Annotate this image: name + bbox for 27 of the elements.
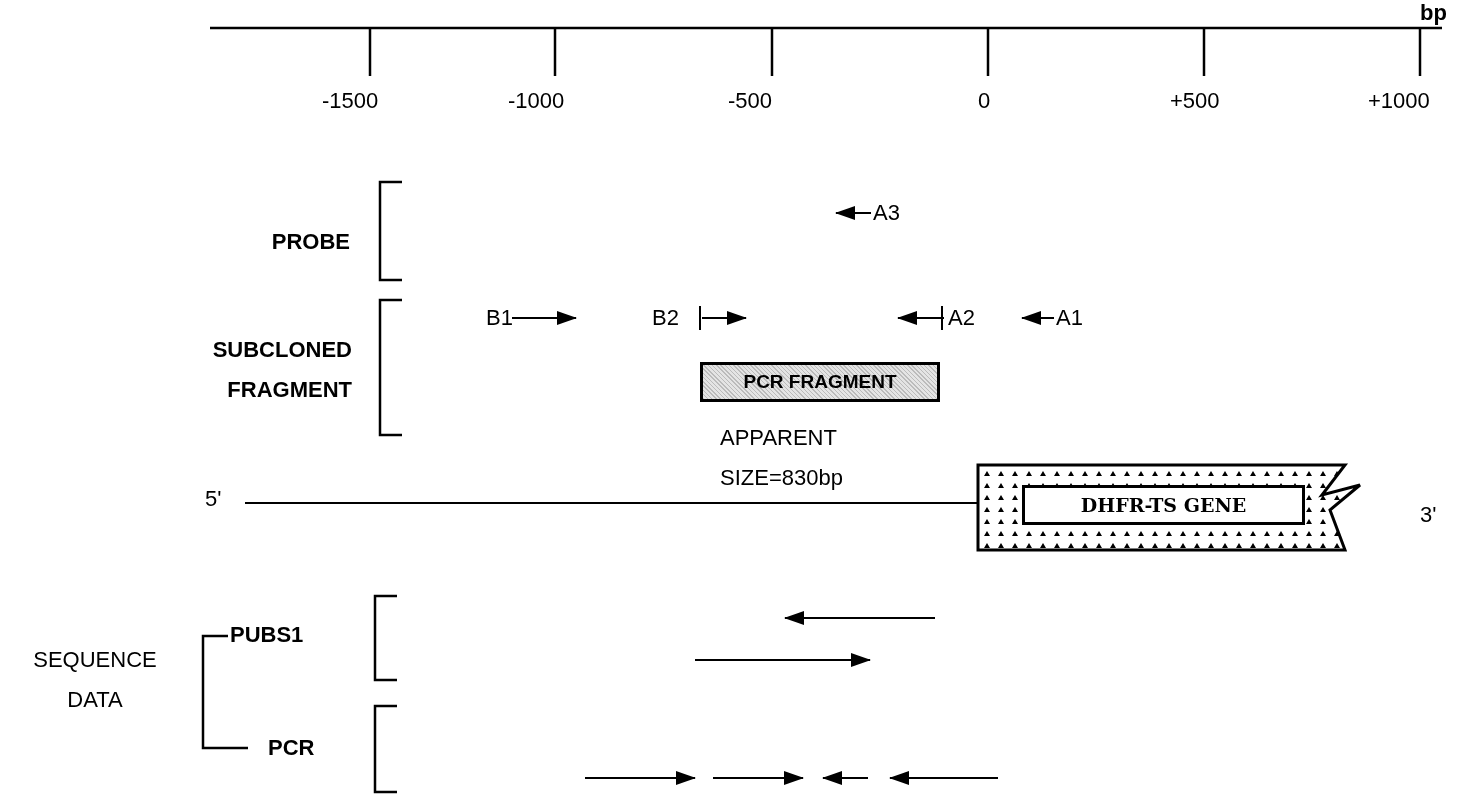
primer-arrow [699,305,747,331]
primer-label: B1 [486,305,513,331]
size-note: APPARENT SIZE=830bp [720,424,844,492]
primer-arrow [511,311,577,325]
tick-label: -1500 [322,88,379,114]
row-label: SUBCLONED FRAGMENT [211,336,352,404]
group-label: SEQUENCE DATA [32,646,158,714]
tick-label: +500 [1170,88,1220,114]
row-label: PROBE [270,228,350,256]
end-label: 3' [1420,502,1437,528]
primer-label: A2 [948,305,975,331]
row-label: PUBS1 [230,622,304,648]
row-label: PCR [268,735,315,761]
primer-label: B2 [652,305,679,331]
primer-arrow [897,305,945,331]
tick-label: +1000 [1368,88,1430,114]
axis-unit-label: bp [1420,0,1448,26]
end-label: 5' [205,486,222,512]
gene-label-box: DHFR-TS GENE [1022,485,1305,525]
primer-arrow [1021,311,1055,325]
primer-label: A1 [1056,305,1083,331]
primer-label: A3 [873,200,900,226]
primer-arrow [835,206,872,220]
fragment-box: PCR FRAGMENT [700,362,940,402]
tick-label: -500 [728,88,773,114]
tick-label: -1000 [508,88,565,114]
tick-label: 0 [978,88,991,114]
